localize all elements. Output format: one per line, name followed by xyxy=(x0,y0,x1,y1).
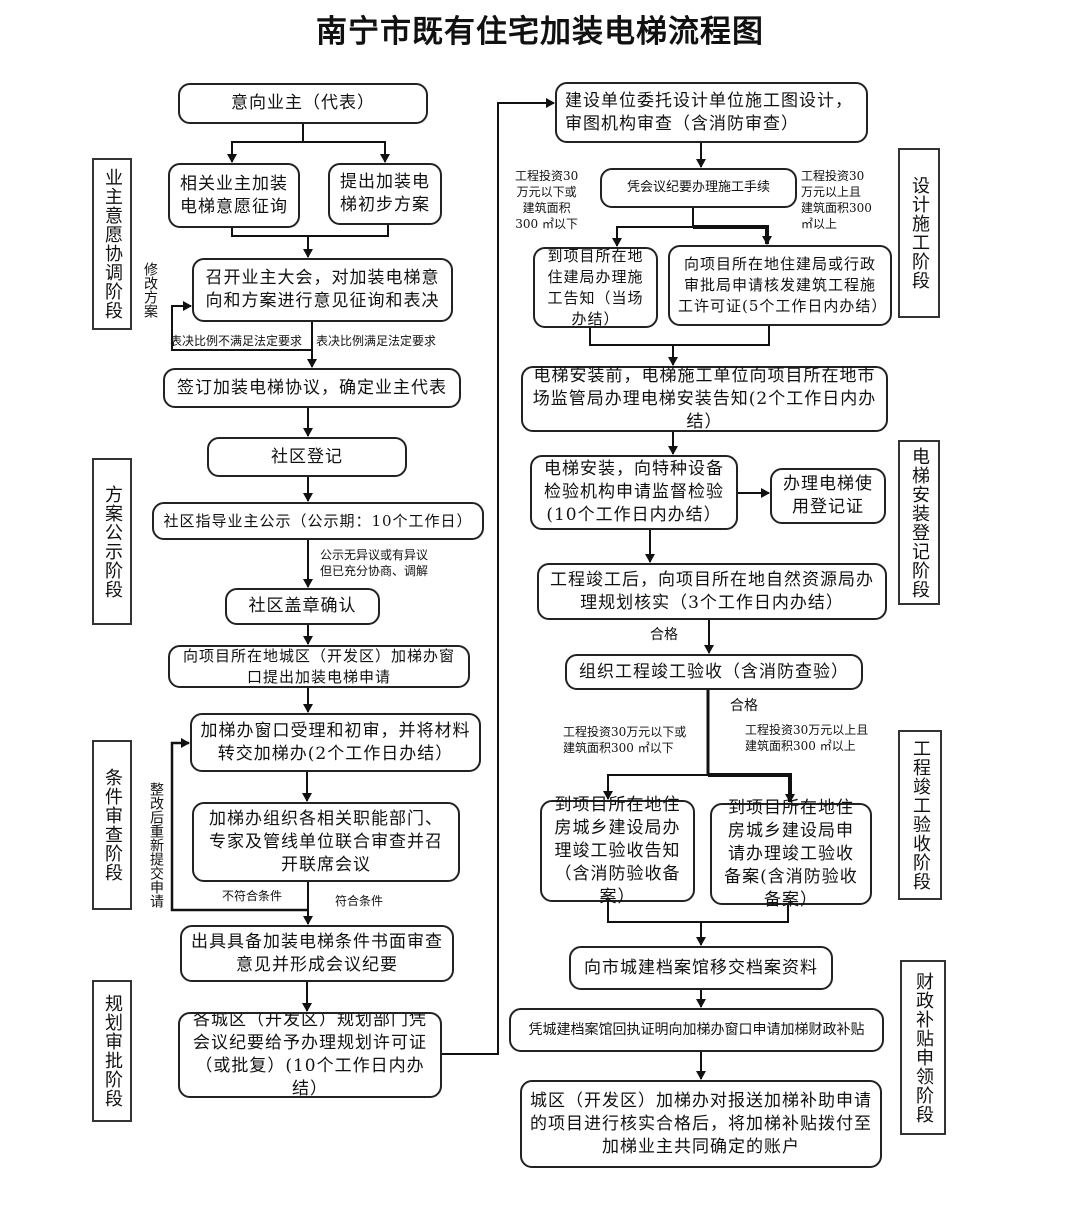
label-vote-fail: 表决比例不满足法定要求 xyxy=(170,334,303,348)
step-notice-small: 到项目所在地住建局办理施工告知（当场办结） xyxy=(533,247,658,328)
step-install-notice: 电梯安装前，电梯施工单位向项目所在地市场监管局办理电梯安装告知(2个工作日内办结… xyxy=(521,366,888,432)
arrow xyxy=(170,738,308,912)
label-not-qualified: 不符合条件 xyxy=(222,889,283,903)
label-revise-plan: 修改方案 xyxy=(142,262,158,318)
stage-design-construction: 设计施工阶段 xyxy=(898,148,940,318)
step-agreement: 签订加装电梯协议，确定业主代表 xyxy=(163,368,461,408)
step-apply: 向项目所在地城区（开发区）加梯办窗口提出加装电梯申请 xyxy=(168,645,470,688)
stage-subsidy-application: 财政补贴申领阶段 xyxy=(900,960,946,1135)
label-vote-pass: 表决比例满足法定要求 xyxy=(316,334,437,348)
line xyxy=(231,225,389,237)
step-archive: 向市城建档案馆移交档案资料 xyxy=(569,946,833,990)
label-large-project: 工程投资30 万元以上且 建筑面积300 ㎡以上 xyxy=(801,169,872,231)
page-title: 南宁市既有住宅加装电梯流程图 xyxy=(316,14,764,50)
arrow xyxy=(171,301,312,351)
step-publicity: 社区指导业主公示（公示期：10个工作日） xyxy=(152,502,484,540)
step-consult: 相关业主加装电梯意愿征询 xyxy=(168,163,300,228)
label-small-project-2: 工程投资30万元以下或 建筑面积300 ㎡以下 xyxy=(563,725,687,755)
step-accept-record: 到项目所在地住房城乡建设局申请办理竣工验收备案(含消防验收备案） xyxy=(710,798,872,910)
stage-completion-acceptance: 工程竣工验收阶段 xyxy=(898,730,942,900)
step-design: 建设单位委托设计单位施工图设计，审图机构审查（含消防审查） xyxy=(555,82,868,143)
arrow xyxy=(693,225,772,245)
label-resubmit: 整改后重新提交申请 xyxy=(148,782,164,908)
step-planning-permit: 各城区（开发区）规划部门凭会议纪要给予办理规划许可证（或批复）(10个工作日内办… xyxy=(178,1012,442,1098)
step-procedures: 凭会议纪要办理施工手续 xyxy=(600,168,797,208)
label-large-project-2: 工程投资30万元以上且 建筑面积300 ㎡以上 xyxy=(745,723,869,753)
step-accept-notice: 到项目所在地住房城乡建设局办理竣工验收告知（含消防验收备案） xyxy=(540,795,695,907)
label-no-objection: 公示无异议或有异议 但已充分协商、调解 xyxy=(320,548,429,578)
step-acceptance: 组织工程竣工验收（含消防查验） xyxy=(565,654,863,690)
step-plan: 提出加装电梯初步方案 xyxy=(328,163,442,225)
step-meeting: 召开业主大会，对加装电梯意向和方案进行意见征询和表决 xyxy=(192,258,453,322)
line xyxy=(589,326,770,346)
stage-condition-review: 条件审查阶段 xyxy=(92,740,132,910)
arrow xyxy=(442,98,555,1055)
label-pass-2: 合格 xyxy=(730,698,758,714)
arrow xyxy=(303,141,390,163)
stage-publicity: 方案公示阶段 xyxy=(92,458,132,625)
arrow xyxy=(708,773,795,803)
arrow xyxy=(227,124,304,163)
step-use-cert: 办理电梯使用登记证 xyxy=(770,468,886,524)
step-joint-review: 加梯办组织各相关职能部门、专家及管线单位联合审查并召开联席会议 xyxy=(192,802,460,882)
arrow xyxy=(612,208,694,247)
arrow xyxy=(603,774,708,800)
step-owners: 意向业主（代表） xyxy=(178,83,428,124)
label-qualified: 符合条件 xyxy=(335,894,384,908)
step-opinion: 出具具备加装电梯条件书面审查意见并形成会议纪要 xyxy=(180,925,454,982)
stage-elevator-registration: 电梯安装登记阶段 xyxy=(898,440,940,605)
step-stamp: 社区盖章确认 xyxy=(225,588,380,625)
step-permit-large: 向项目所在地住建局或行政审批局申请核发建筑工程施工许可证(5个工作日内办结） xyxy=(668,245,892,326)
label-small-project: 工程投资30 万元以下或 建筑面积 300 ㎡以下 xyxy=(515,169,579,231)
step-planning-verify: 工程竣工后，向项目所在地自然资源局办理规划核实（3个工作日内办结） xyxy=(537,563,887,620)
step-register: 社区登记 xyxy=(207,437,407,477)
step-subsidy-apply: 凭城建档案馆回执证明向加梯办窗口申请加梯财政补贴 xyxy=(509,1008,884,1052)
stage-owner-coordination: 业主意愿协调阶段 xyxy=(92,158,132,330)
step-accept: 加梯办窗口受理和初审，并将材料转交加梯办(2个工作日办结） xyxy=(190,713,481,772)
label-pass-1: 合格 xyxy=(650,627,678,643)
step-inspection: 电梯安装，向特种设备检验机构申请监督检验(10个工作日内办结） xyxy=(530,455,738,530)
line xyxy=(607,902,789,923)
step-subsidy-pay: 城区（开发区）加梯办对报送加梯补助申请的项目进行核实合格后，将加梯补贴拨付至加梯… xyxy=(520,1080,882,1168)
stage-planning-approval: 规划审批阶段 xyxy=(92,980,132,1122)
